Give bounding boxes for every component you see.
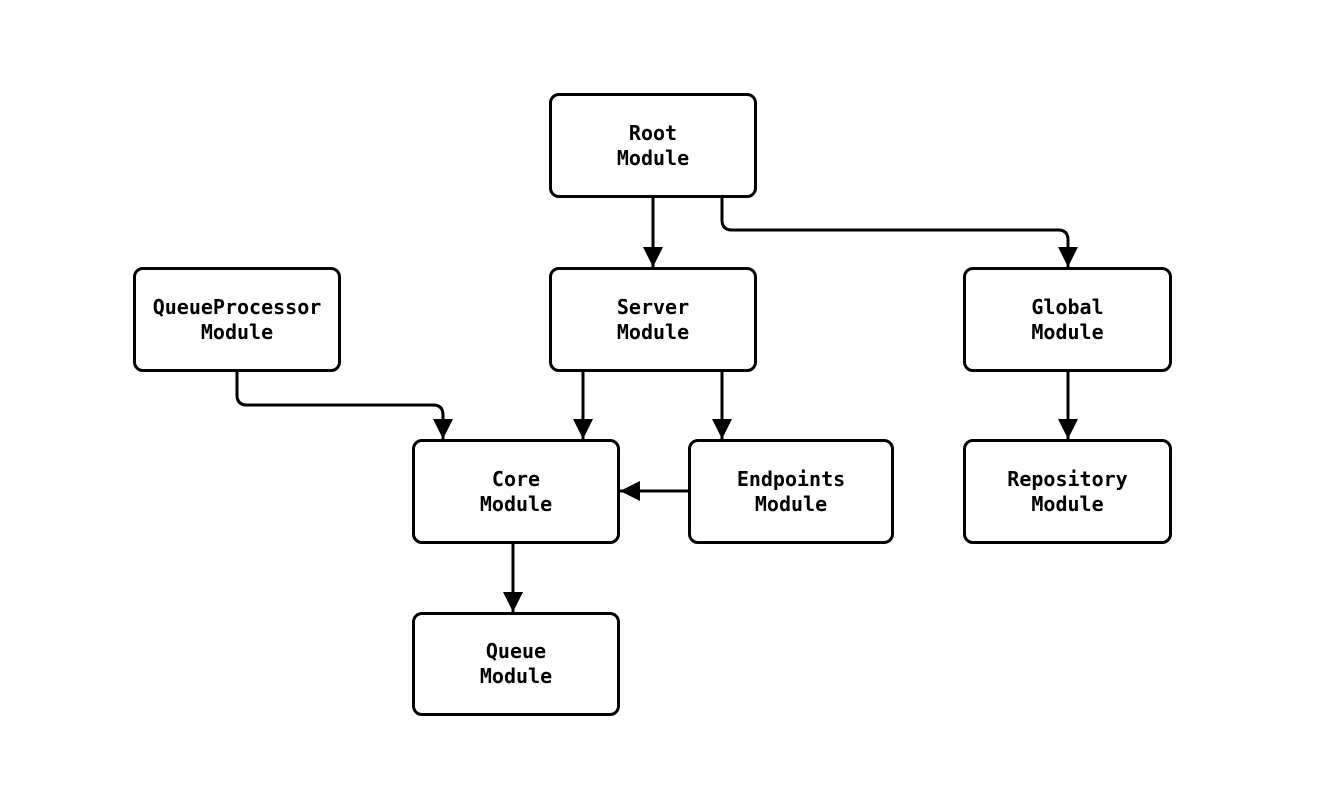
- node-root-module: Root Module: [549, 93, 757, 198]
- node-endpoints-module: Endpoints Module: [688, 439, 894, 544]
- node-server-module: Server Module: [549, 267, 757, 372]
- node-core-module: Core Module: [412, 439, 620, 544]
- node-queueprocessor-module: QueueProcessor Module: [133, 267, 341, 372]
- node-repository-module: Repository Module: [963, 439, 1172, 544]
- edge-queueprocessor-to-core: [235, 372, 453, 439]
- node-global-module: Global Module: [963, 267, 1172, 372]
- node-queue-module: Queue Module: [412, 612, 620, 716]
- edge-group: [235, 198, 1078, 612]
- edge-root-to-global: [720, 198, 1078, 267]
